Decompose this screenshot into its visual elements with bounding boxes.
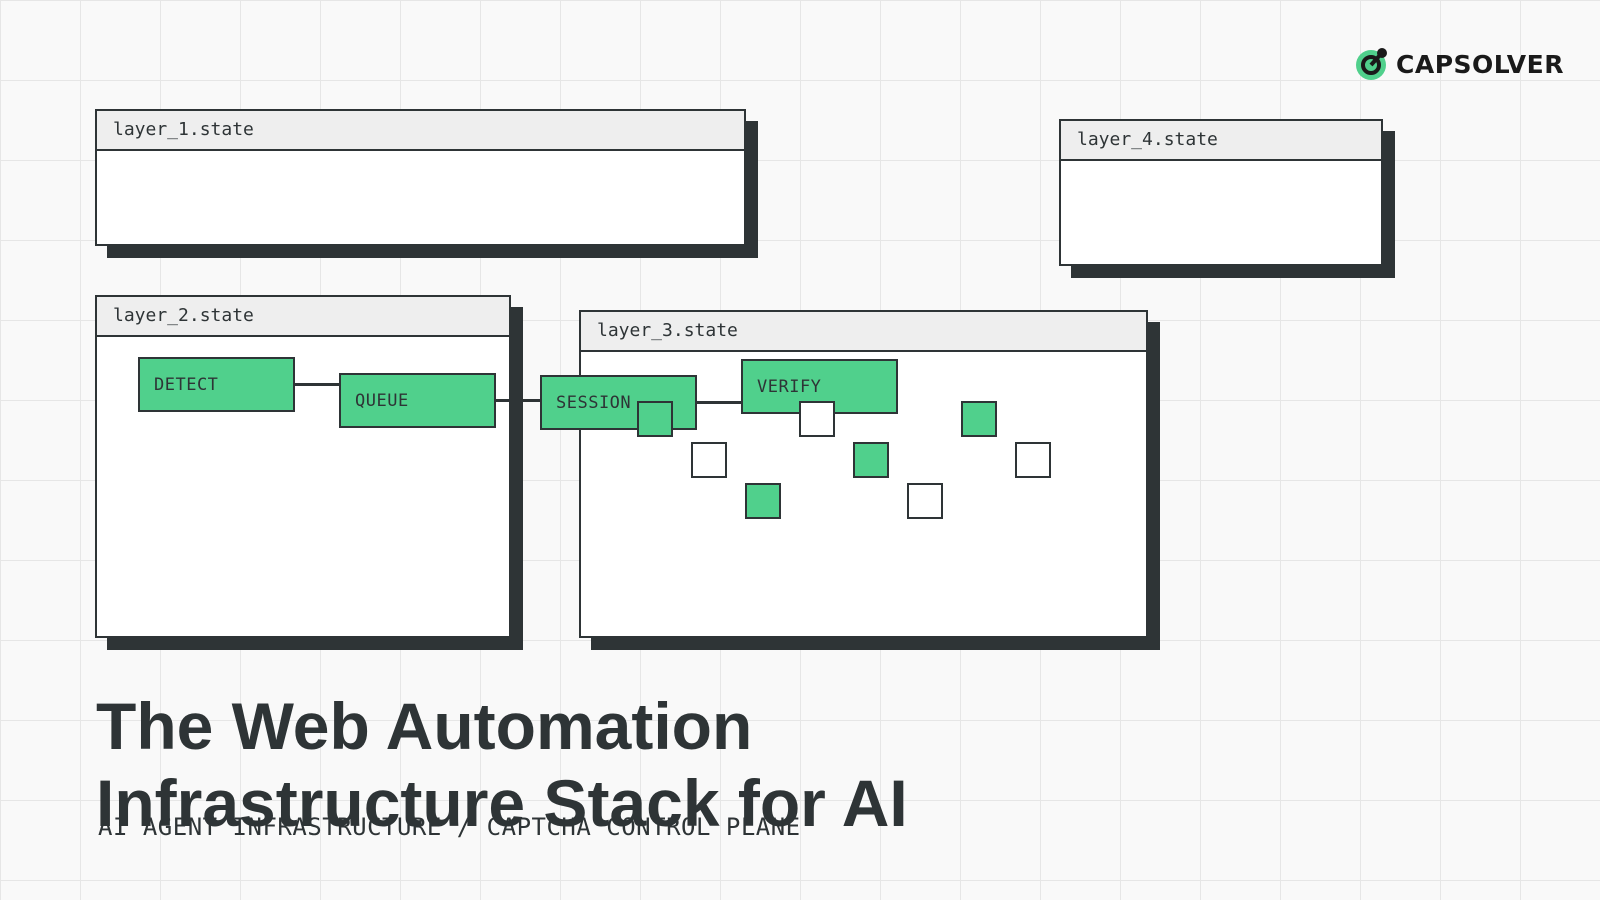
- page-title-line-1: The Web Automation: [96, 689, 753, 763]
- capsolver-logo-icon: [1356, 48, 1387, 80]
- brand-name: CAPSOLVER: [1396, 49, 1564, 79]
- pipeline-node-session[interactable]: SESSION: [540, 375, 697, 430]
- panel-header-label: layer_4.state: [1061, 121, 1381, 161]
- panel-layer-1: layer_1.state: [95, 109, 746, 246]
- panel-header-label: layer_1.state: [97, 111, 744, 151]
- state-cell-inactive: [907, 483, 943, 519]
- state-cell-inactive: [1015, 442, 1051, 478]
- state-cell-active: [961, 401, 997, 437]
- panel-layer-2: layer_2.state: [95, 295, 511, 638]
- connector-queue-session: [495, 399, 540, 402]
- connector-session-verify: [696, 401, 741, 404]
- state-cell-inactive: [691, 442, 727, 478]
- panel-header-label: layer_3.state: [581, 312, 1146, 352]
- pipeline-node-queue[interactable]: QUEUE: [339, 373, 496, 428]
- connector-detect-queue: [295, 383, 339, 386]
- pipeline-node-verify[interactable]: VERIFY: [741, 359, 898, 414]
- state-cell-active: [745, 483, 781, 519]
- pipeline-node-detect[interactable]: DETECT: [138, 357, 295, 412]
- state-cell-inactive: [799, 401, 835, 437]
- page-subtitle: AI AGENT INFRASTRUCTURE / CAPTCHA CONTRO…: [98, 813, 801, 841]
- panel-header-label: layer_2.state: [97, 297, 509, 337]
- state-cell-active: [853, 442, 889, 478]
- state-cell-active: [637, 401, 673, 437]
- page-title-line-2: Infrastructure Stack for AI: [96, 766, 908, 840]
- page-title: The Web Automation Infrastructure Stack …: [96, 688, 908, 842]
- brand-logo: CAPSOLVER: [1354, 46, 1564, 82]
- panel-layer-4: layer_4.state: [1059, 119, 1383, 266]
